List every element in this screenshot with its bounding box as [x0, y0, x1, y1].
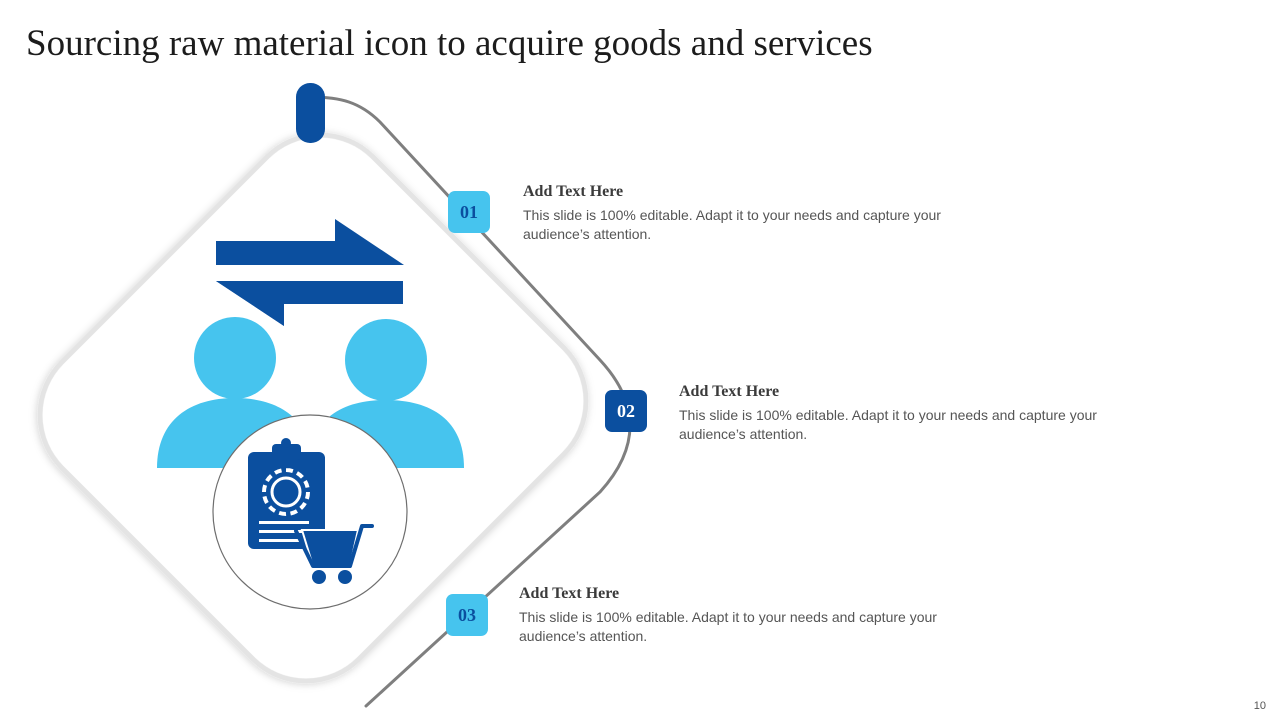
connector-track: [309, 95, 632, 708]
text-item-02: Add Text Here This slide is 100% editabl…: [679, 383, 1129, 444]
text-item-03: Add Text Here This slide is 100% editabl…: [519, 585, 969, 646]
item-heading: Add Text Here: [679, 383, 780, 400]
exchange-arrows-icon: [216, 219, 404, 326]
item-heading: Add Text Here: [523, 183, 624, 200]
step-badge-03: 03: [446, 594, 488, 636]
page-number: 10: [1253, 700, 1266, 712]
item-body: This slide is 100% editable. Adapt it to…: [519, 609, 937, 644]
slide-title: Sourcing raw material icon to acquire go…: [26, 23, 873, 64]
item-body: This slide is 100% editable. Adapt it to…: [523, 207, 941, 242]
step-badge-02: 02: [605, 390, 647, 432]
shopping-cart-icon: [294, 524, 374, 584]
top-tab: [296, 83, 325, 143]
text-item-01: Add Text Here This slide is 100% editabl…: [523, 183, 973, 244]
item-body: This slide is 100% editable. Adapt it to…: [679, 407, 1097, 442]
diamond-frame: [37, 132, 589, 684]
item-heading: Add Text Here: [519, 585, 620, 602]
clipboard-gear-icon: [248, 438, 325, 549]
step-badge-01: 01: [448, 191, 490, 233]
